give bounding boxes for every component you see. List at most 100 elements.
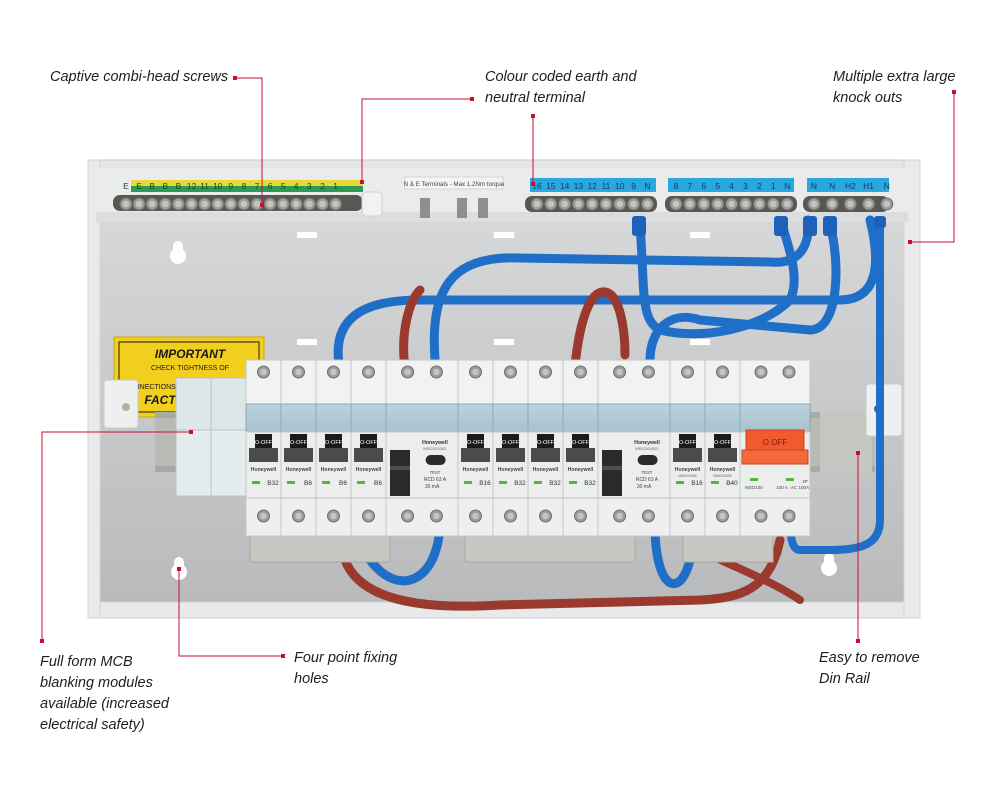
terminal-screw-icon bbox=[302, 197, 316, 211]
lower-cover bbox=[682, 531, 774, 563]
torque-label-bg bbox=[404, 176, 504, 190]
toggle-window bbox=[325, 434, 342, 448]
callout-line-earth-neutral bbox=[361, 98, 472, 182]
torque-label: N & E Terminals - Max 1.2Nm torque bbox=[404, 181, 505, 188]
callout-captive-screws: Captive combi-head screws bbox=[50, 69, 229, 85]
terminal-label: 14 bbox=[560, 181, 570, 191]
terminal-label: 1 bbox=[771, 181, 776, 191]
terminal-screw-icon bbox=[544, 197, 558, 211]
callout-fixing-holes: Four point fixing holes bbox=[294, 648, 397, 690]
terminal-screw-icon bbox=[613, 509, 627, 523]
toggle-window bbox=[290, 434, 307, 448]
indicator bbox=[711, 481, 719, 484]
toggle-handle bbox=[249, 448, 278, 462]
brand-label: Honeywell bbox=[634, 440, 660, 446]
brand-label: Honeywell bbox=[675, 467, 701, 473]
terminal-label: 9 bbox=[228, 181, 233, 191]
switch-state: O-OFF bbox=[679, 440, 697, 446]
indicator bbox=[750, 478, 758, 481]
indicator bbox=[676, 481, 684, 484]
terminal-screw-icon bbox=[711, 197, 725, 211]
terminal-label: B bbox=[176, 181, 182, 191]
toggle-window bbox=[467, 434, 484, 448]
terminal-label: 3 bbox=[307, 181, 312, 191]
module-cover bbox=[315, 403, 352, 435]
rcd-toggle-line bbox=[602, 466, 622, 470]
terminal-screw-icon bbox=[237, 197, 251, 211]
terminal-label: N bbox=[784, 181, 790, 191]
toggle-handle bbox=[284, 448, 313, 462]
terminal-label: 12 bbox=[187, 181, 197, 191]
toggle-handle bbox=[708, 448, 737, 462]
indicator bbox=[252, 481, 260, 484]
module-bottom bbox=[597, 495, 671, 537]
warning-line: FACT bbox=[144, 393, 177, 407]
terminal-screw-icon bbox=[539, 365, 552, 379]
terminal-screw-icon bbox=[158, 197, 172, 211]
terminal-screw-icon bbox=[681, 509, 694, 523]
terminal-screw-icon bbox=[669, 197, 683, 211]
terminal-label: 5 bbox=[715, 181, 720, 191]
callout-line-text: holes bbox=[294, 671, 329, 687]
lower-cover bbox=[249, 531, 391, 563]
terminal-label: 8 bbox=[242, 181, 247, 191]
toggle-handle bbox=[461, 448, 490, 462]
terminal-label: E bbox=[136, 181, 142, 191]
terminal-label: N bbox=[811, 181, 817, 191]
terminal-screw-icon bbox=[843, 197, 857, 211]
test-button bbox=[637, 455, 658, 465]
terminal-label: N bbox=[644, 181, 650, 191]
terminal-screw-icon bbox=[739, 197, 752, 211]
terminal-label: 4 bbox=[294, 181, 299, 191]
terminal-label: 4 bbox=[729, 181, 734, 191]
knockout-slot bbox=[420, 198, 430, 218]
terminal-label: H1 bbox=[863, 181, 874, 191]
knockout-slot bbox=[297, 339, 317, 345]
toggle-window bbox=[255, 434, 272, 448]
module-cover bbox=[562, 403, 599, 435]
terminal-label: 9 bbox=[631, 181, 636, 191]
test-button bbox=[425, 455, 446, 465]
spec-label: AC 100A bbox=[791, 485, 809, 490]
callout-line-blanking bbox=[41, 431, 190, 641]
callout-line-text: Four point fixing bbox=[294, 650, 398, 666]
module-cover bbox=[245, 403, 282, 435]
module-face bbox=[245, 431, 282, 499]
toggle-window bbox=[537, 434, 554, 448]
terminal-screw-icon bbox=[862, 197, 876, 211]
switch-state: O-OFF bbox=[502, 440, 520, 446]
module-row: O-OFFHoneywellB32O-OFFHoneywellB6O-OFFHo… bbox=[175, 359, 811, 537]
indicator bbox=[464, 481, 472, 484]
terminal-screw-icon bbox=[429, 509, 443, 523]
rating-label: B6 bbox=[304, 480, 312, 487]
callout-line-text: Din Rail bbox=[819, 671, 870, 687]
callout-knockouts: Multiple extra large knock outs bbox=[833, 67, 956, 109]
blanking-module bbox=[175, 377, 212, 497]
terminal-label: 10 bbox=[615, 181, 625, 191]
main-switch-handle bbox=[741, 449, 809, 465]
terminal-screw-icon bbox=[224, 197, 238, 211]
terminal-screw-icon bbox=[185, 197, 198, 211]
terminal-label: 7 bbox=[688, 181, 693, 191]
terminal-screw-icon bbox=[766, 197, 780, 211]
callout-line-text: Colour coded earth and bbox=[485, 69, 637, 85]
terminal-label: E bbox=[123, 181, 129, 191]
rating-label: B40 bbox=[726, 480, 738, 487]
terminal-label: 16 bbox=[532, 181, 542, 191]
terminal-label: 2 bbox=[320, 181, 325, 191]
rating-label: B32 bbox=[514, 480, 526, 487]
terminal-screw-icon bbox=[613, 365, 627, 379]
rating-label: B6 bbox=[374, 480, 382, 487]
knockout-slots bbox=[297, 232, 710, 345]
warning-line: CHECK TIGHTNESS OF bbox=[151, 365, 229, 372]
callout-line-screws bbox=[236, 77, 263, 205]
switch-state: O-OFF bbox=[714, 440, 732, 446]
module-top bbox=[704, 359, 741, 407]
knockout-slot bbox=[478, 198, 488, 218]
toggle-window bbox=[679, 434, 696, 448]
rcd-rating: RCD 63 A bbox=[424, 477, 447, 483]
